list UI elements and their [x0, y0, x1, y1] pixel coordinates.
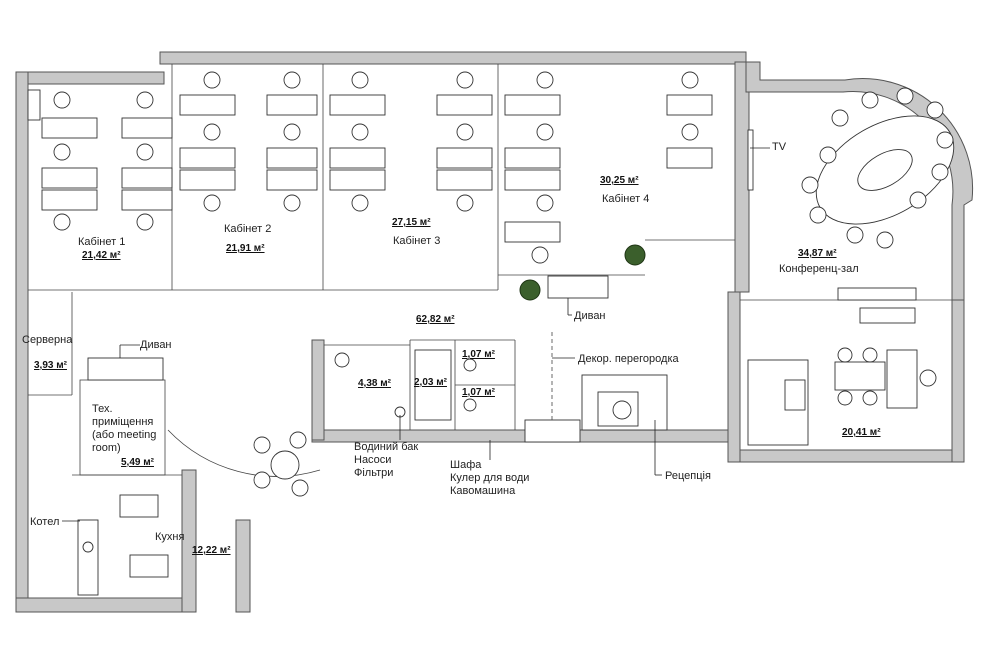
tech-line1: Тех. [92, 403, 113, 415]
office1-area: 21,42 м² [82, 250, 121, 261]
storage-area: 2,03 м² [414, 377, 448, 388]
tech-line3: (або meeting [92, 429, 156, 441]
server-area: 3,93 м² [34, 360, 68, 371]
server-name: Серверна [22, 334, 73, 346]
hall-area: 62,82 м² [416, 314, 455, 325]
wc1-area: 1,07 м² [462, 349, 496, 360]
director-furniture [747, 307, 937, 446]
office2-name: Кабінет 2 [224, 223, 271, 235]
leader-lines [62, 147, 770, 522]
office1-furniture [27, 89, 173, 231]
office3-area: 27,15 м² [392, 217, 431, 228]
conference-area: 34,87 м² [798, 248, 837, 259]
office4-furniture [504, 71, 713, 264]
utility-area: 4,38 м² [358, 378, 392, 389]
room-labels: Кабінет 1 21,42 м² Кабінет 2 21,91 м² 27… [22, 141, 881, 556]
wardrobe-line3: Кавомашина [450, 485, 516, 497]
water-line3: Фільтри [354, 467, 393, 479]
reception-label: Рецепція [665, 470, 711, 482]
partition-label: Декор. перегородка [578, 353, 680, 365]
outer-walls [15, 51, 974, 613]
tech-line4: room) [92, 442, 121, 454]
tech-area: 5,49 м² [121, 457, 155, 468]
conference-name: Конференц-зал [779, 263, 859, 275]
office3-furniture [329, 71, 493, 212]
sofa-left-label: Диван [140, 339, 172, 351]
wardrobe-line2: Кулер для води [450, 472, 529, 484]
water-line1: Водиний бак [354, 441, 418, 453]
tv-label: TV [772, 141, 787, 153]
left-furniture [77, 349, 477, 596]
kitchen-area: 12,22 м² [192, 545, 231, 556]
office1-name: Кабінет 1 [78, 236, 125, 248]
office2-furniture [179, 71, 318, 212]
boiler-label: Котел [30, 516, 59, 528]
hall-furniture [519, 244, 668, 443]
water-line2: Насоси [354, 454, 391, 466]
office4-name: Кабінет 4 [602, 193, 649, 205]
wc2-area: 1,07 м² [462, 387, 496, 398]
kitchen-name: Кухня [155, 531, 184, 543]
tech-line2: приміщення [92, 416, 153, 428]
office2-area: 21,91 м² [226, 243, 265, 254]
office4-area: 30,25 м² [600, 175, 639, 186]
director-area: 20,41 м² [842, 427, 881, 438]
wardrobe-line1: Шафа [450, 459, 482, 471]
office3-name: Кабінет 3 [393, 235, 440, 247]
sofa-hall-label: Диван [574, 310, 606, 322]
conference-furniture [747, 87, 955, 301]
